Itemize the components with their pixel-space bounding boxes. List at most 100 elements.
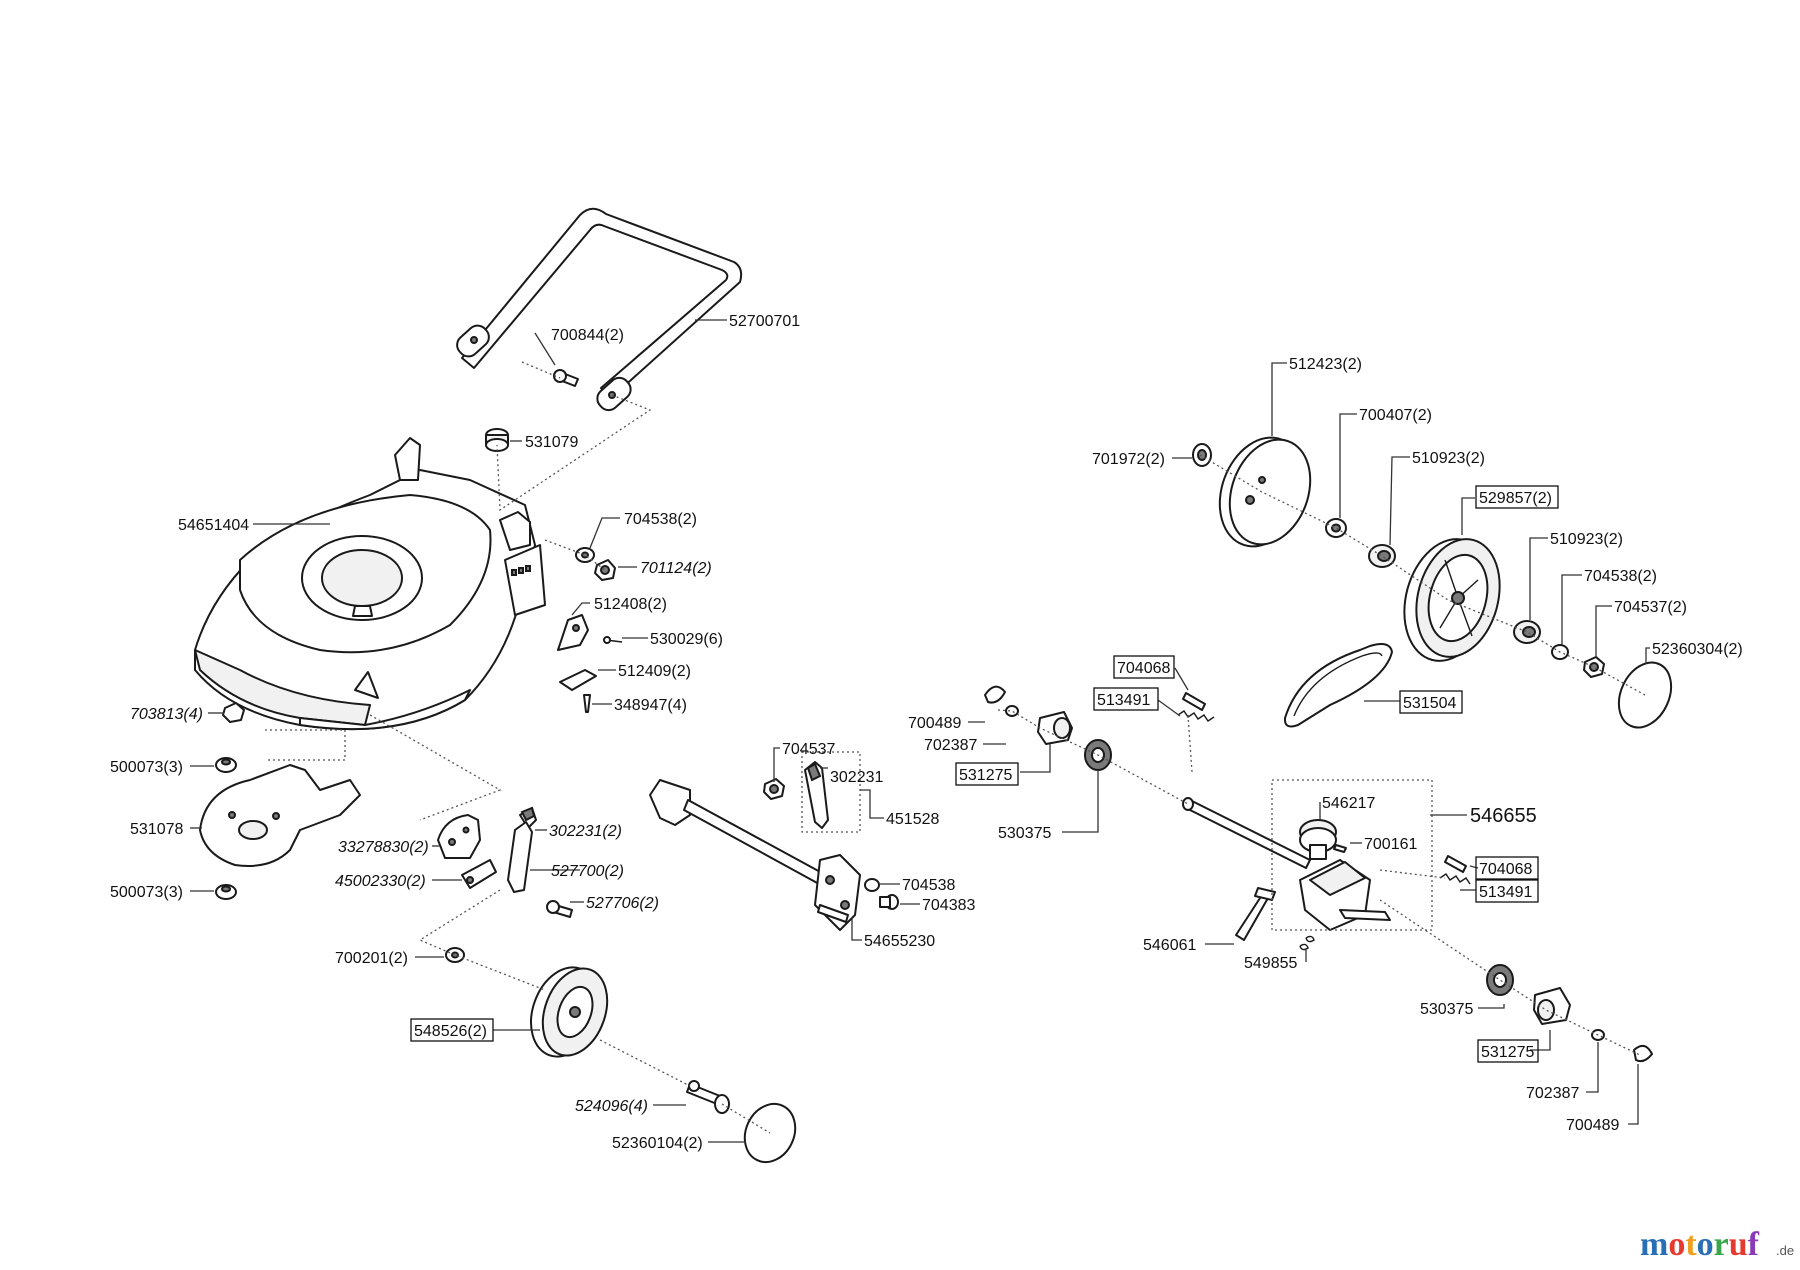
label-500073-b: 500073(3) [110, 884, 183, 901]
axle-54655230-part [649, 779, 861, 931]
key-704068-top-part [1182, 692, 1206, 711]
knob-part [485, 428, 509, 452]
lever-527700-part [507, 821, 533, 893]
label-512408: 512408(2) [594, 596, 667, 613]
label-527706: 527706(2) [586, 895, 659, 912]
label-546655: 546655 [1470, 805, 1537, 827]
label-302231-a: 302231 [830, 769, 883, 786]
label-451528: 451528 [886, 811, 939, 828]
label-512423: 512423(2) [1289, 356, 1362, 373]
label-510923-a: 510923(2) [1412, 450, 1485, 467]
deflector-531078-part [199, 764, 361, 867]
spring-549855-part [1299, 935, 1315, 951]
label-531079: 531079 [525, 434, 578, 451]
label-700489-a: 700489 [908, 715, 961, 732]
label-700201: 700201(2) [335, 950, 408, 967]
axle-bolt-524096-part [686, 1080, 730, 1114]
label-52700701: 52700701 [729, 313, 800, 330]
label-512409: 512409(2) [618, 663, 691, 680]
label-524096: 524096(4) [575, 1098, 648, 1115]
brand-name: motoruf [1640, 1226, 1760, 1263]
label-704068-b: 704068 [1479, 861, 1532, 878]
label-548526: 548526(2) [414, 1023, 487, 1040]
label-530375-b: 530375 [1420, 1001, 1473, 1018]
washer-700407-part [1325, 518, 1347, 538]
label-500073-a: 500073(3) [110, 759, 183, 776]
washer-704538-center-part [864, 878, 880, 892]
label-527700: 527700(2) [551, 863, 624, 880]
label-531504: 531504 [1403, 695, 1456, 712]
pinion-531275-bottom-part [1533, 987, 1571, 1025]
lever-302231-left-part [519, 806, 537, 829]
label-52360104: 52360104(2) [612, 1135, 703, 1152]
label-549855: 549855 [1244, 955, 1297, 972]
label-701972: 701972(2) [1092, 451, 1165, 468]
spring-513491-right-part [1439, 873, 1471, 885]
label-531078: 531078 [130, 821, 183, 838]
pinion-531275-top-part [1037, 711, 1073, 745]
label-702387-b: 702387 [1526, 1085, 1579, 1102]
label-54651404: 54651404 [178, 517, 249, 534]
label-704537-a: 704537 [782, 741, 835, 758]
leader-lines [190, 319, 1650, 1143]
label-52360304: 52360304(2) [1652, 641, 1743, 658]
label-702387-a: 702387 [924, 737, 977, 754]
label-54655230: 54655230 [864, 933, 935, 950]
nut-704537-right-part [1583, 656, 1605, 678]
cable-clip-302231-part [804, 761, 829, 829]
nut-703813-part [222, 702, 245, 723]
spacer-45002330-part [461, 859, 497, 889]
label-boxes [410, 485, 1559, 1063]
label-704537-b: 704537(2) [1614, 599, 1687, 616]
gearbox-546655-part [1299, 859, 1391, 931]
lever-546061-part [1235, 887, 1276, 941]
label-703813: 703813(4) [130, 706, 203, 723]
bracket-512408-part [557, 614, 589, 651]
nut-500073-top-part [215, 757, 237, 773]
label-513491-b: 513491 [1479, 884, 1532, 901]
label-704538-c: 704538(2) [1584, 568, 1657, 585]
height-plate-33278830-part [437, 814, 481, 859]
bearing-530375-bottom-part [1486, 964, 1514, 996]
brand-suffix: .de [1776, 1243, 1794, 1258]
label-348947: 348947(4) [614, 697, 687, 714]
handle-bar-part [456, 207, 743, 412]
washer-704538-part [575, 547, 595, 563]
label-700844: 700844(2) [551, 327, 624, 344]
plate-512409-part [559, 669, 597, 691]
label-704068-a: 704068 [1117, 660, 1170, 677]
label-704383: 704383 [922, 897, 975, 914]
bolt-704383-part [879, 894, 899, 910]
label-33278830: 33278830(2) [338, 839, 429, 856]
alignment-lines [265, 361, 1646, 1134]
label-513491-a: 513491 [1097, 692, 1150, 709]
gear-546217-part [1299, 819, 1337, 860]
label-700489-b: 700489 [1566, 1117, 1619, 1134]
label-546217: 546217 [1322, 795, 1375, 812]
label-530375-a: 530375 [998, 825, 1051, 842]
label-510923-b: 510923(2) [1550, 531, 1623, 548]
clip-700489-bottom-part [1633, 1044, 1653, 1063]
mower-deck-part [194, 437, 546, 731]
rear-wheel-529857-part [1403, 538, 1501, 662]
belt-531504-part [1283, 643, 1393, 728]
clip-700489-top-part [984, 685, 1006, 704]
washer-700201-part [445, 947, 465, 963]
washer-702387-top-part [1005, 705, 1019, 717]
screw-348947-part [583, 694, 591, 713]
bushing-510923-a-part [1368, 544, 1396, 568]
label-530029: 530029(6) [650, 631, 723, 648]
spring-513491-top-part [1177, 710, 1215, 722]
key-704068-right-part [1444, 855, 1467, 873]
front-wheel-548526-part [530, 966, 609, 1058]
handle-bolt-part [553, 369, 579, 387]
label-700161: 700161 [1364, 836, 1417, 853]
label-701124: 701124(2) [640, 560, 712, 577]
pin-700161-part [1333, 844, 1347, 853]
label-529857: 529857(2) [1479, 490, 1552, 507]
label-700407: 700407(2) [1359, 407, 1432, 424]
label-704538-a: 704538(2) [624, 511, 697, 528]
brand-logo: motoruf .de [1640, 1226, 1794, 1263]
screw-530029-part [603, 636, 623, 644]
label-704538-b: 704538 [902, 877, 955, 894]
